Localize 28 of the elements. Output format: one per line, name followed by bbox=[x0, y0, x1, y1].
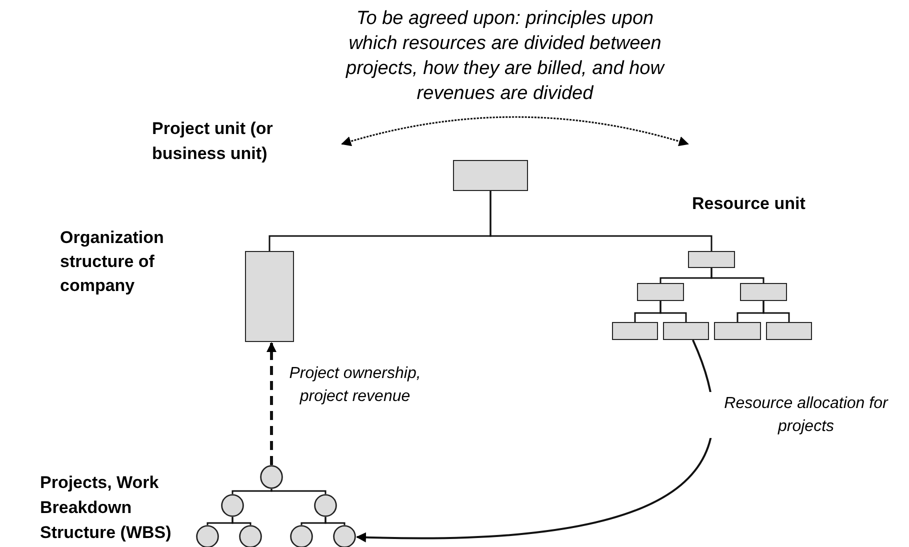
unit-box bbox=[453, 160, 528, 191]
connector-line bbox=[324, 517, 346, 525]
section-label: Organization structure of company bbox=[60, 227, 165, 297]
heading-text: Resource unit bbox=[692, 191, 827, 216]
unit-box bbox=[740, 283, 787, 301]
arrow bbox=[266, 342, 276, 465]
section-label: Projects, Work Breakdown Structure (WBS) bbox=[40, 472, 172, 544]
task-circle bbox=[221, 494, 244, 517]
unit-box bbox=[245, 251, 294, 342]
unit-box bbox=[637, 283, 684, 301]
note-text: To be agreed upon: principles upon which resources are divided between projects, how they are billed, and how revenues are divided bbox=[344, 7, 666, 106]
task-circle bbox=[314, 494, 337, 517]
unit-box bbox=[714, 322, 761, 340]
connector-line bbox=[232, 489, 272, 494]
task-circle bbox=[260, 465, 283, 489]
unit-box bbox=[663, 322, 709, 340]
connector-line bbox=[762, 301, 790, 322]
connector-line bbox=[660, 301, 687, 322]
connector-line bbox=[490, 191, 712, 251]
connector-line bbox=[232, 517, 252, 525]
unit-box bbox=[688, 251, 735, 268]
heading-text: Project unit (or business unit) bbox=[152, 116, 340, 166]
unit-box bbox=[766, 322, 812, 340]
connector-line bbox=[270, 489, 326, 494]
unit-box bbox=[612, 322, 658, 340]
arrow bbox=[341, 116, 689, 146]
connector-line bbox=[710, 268, 764, 283]
arrow bbox=[356, 340, 714, 542]
